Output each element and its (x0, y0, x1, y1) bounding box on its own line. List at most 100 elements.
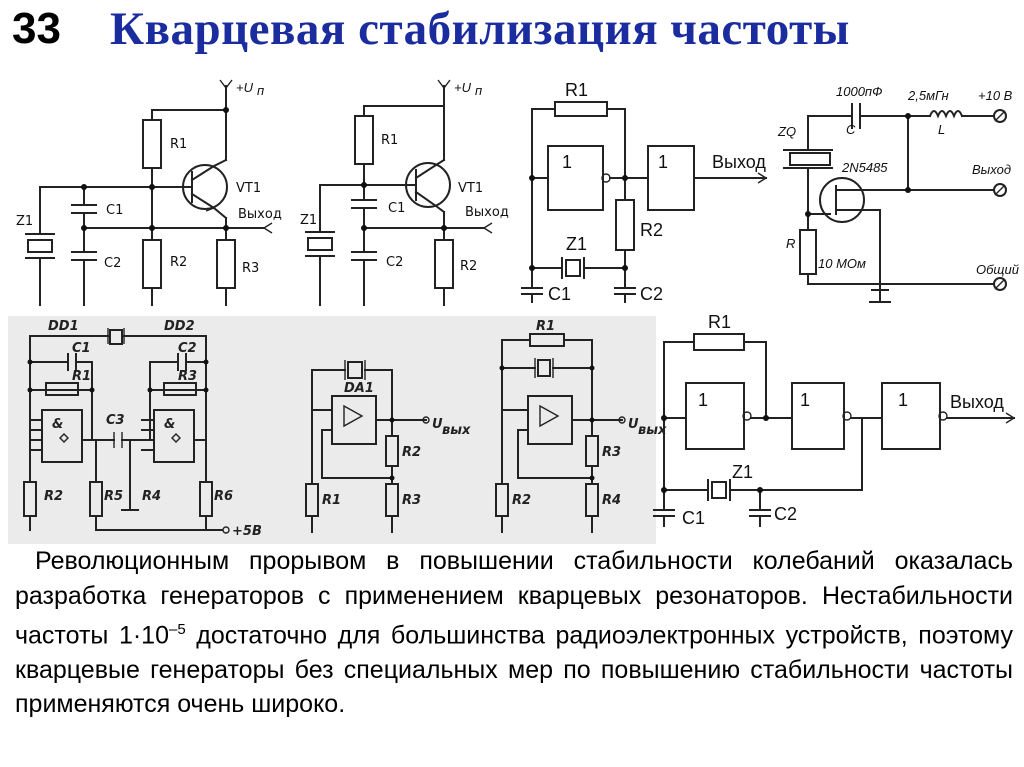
c5-amp1: & (52, 417, 63, 432)
c5-r3-label: R3 (178, 369, 197, 384)
c3-gate-1 (547, 145, 604, 211)
c7-crystal (537, 359, 551, 377)
circuit-transistor-1: +U п R1 VT1 Выход R2 R3 C1 C2 Z1 (16, 79, 282, 306)
c1-r3-resistor (216, 239, 236, 289)
c1-supply-label: +U (236, 80, 254, 95)
c1-c1-label: C1 (106, 203, 123, 218)
c5-dd2-label: DD2 (164, 319, 195, 334)
description-text-2: достаточно для большинства радиоэлектрон… (15, 621, 1013, 719)
c7-r3-label: R3 (602, 445, 621, 460)
c3-z1-label: Z1 (566, 234, 587, 254)
c1-r1-resistor (142, 119, 162, 169)
description-text-1: Революционным прорывом в повышении стаби… (15, 547, 1013, 650)
circuit-opamp-1: DA1 U вых R2 R3 R1 (305, 360, 471, 533)
c7-u-label: U (628, 417, 639, 432)
c6-u-sub: вых (442, 423, 471, 438)
c4-zq-crystal (789, 152, 831, 166)
c3-r2-label: R2 (640, 220, 663, 240)
c8-gate-1 (685, 382, 745, 450)
c2-supply-label: +U (454, 80, 472, 95)
c5-c1-label: C1 (72, 341, 91, 356)
c2-supply-sub: п (475, 83, 482, 98)
c6-r3-label: R3 (402, 493, 421, 508)
c3-gate-2 (647, 145, 695, 211)
c4-out-terminal (993, 183, 1007, 197)
slide-number: 33 (12, 4, 61, 53)
circuit-opamp-2: R1 U вых R3 R4 R2 (495, 319, 667, 533)
c4-r-label: R (786, 236, 795, 251)
c3-gate-1-label: 1 (562, 152, 572, 172)
c5-r6-label: R6 (214, 489, 233, 504)
c5-r4-label: R4 (142, 489, 161, 504)
c4-r-value: 10 МОм (818, 256, 866, 271)
c1-supply-sub: п (257, 83, 264, 98)
circuit-jfet: 1000пФ 2,5мГн +10 В C L ZQ 2N5485 Выход … (777, 84, 1019, 303)
c8-z1-crystal (711, 481, 727, 499)
c6-u-label: U (432, 417, 443, 432)
c4-out-label: Выход (972, 162, 1011, 177)
circuit-transistor-2: +U п R1 VT1 Выход R2 C1 C2 Z1 (300, 79, 509, 306)
c5-gate-dd2 (153, 409, 195, 463)
c7-r2-label: R2 (512, 493, 531, 508)
c4-ind-value: 2,5мГн (907, 88, 949, 103)
c8-out-label: Выход (950, 392, 1004, 412)
c8-c2-label: C2 (774, 504, 797, 524)
c5-r3-resistor (163, 382, 197, 396)
c1-out-label: Выход (238, 207, 282, 222)
c4-l-label: L (938, 122, 945, 137)
c4-gnd-terminal (993, 277, 1007, 291)
c2-out-label: Выход (465, 205, 509, 220)
c4-gnd-label: Общий (976, 262, 1019, 277)
circuit-logic-1: R1 1 1 Выход R2 Z1 C1 C2 (521, 80, 768, 304)
c2-vt1-label: VT1 (458, 181, 483, 196)
c7-u-sub: вых (638, 423, 667, 438)
c1-r2-label: R2 (170, 255, 187, 270)
c8-c1-label: C1 (682, 508, 705, 528)
c4-r-resistor (799, 229, 817, 275)
c3-r1-resistor (554, 101, 608, 117)
c5-amp2: & (164, 417, 175, 432)
c6-r2-label: R2 (402, 445, 421, 460)
c4-c-label: C (846, 122, 856, 137)
c5-c2-label: C2 (178, 341, 197, 356)
c2-r2-resistor (434, 239, 454, 289)
c5-gate-dd1 (41, 409, 83, 463)
c4-zq-label: ZQ (777, 124, 796, 139)
c5-r1-label: R1 (72, 369, 91, 384)
c3-out-label: Выход (712, 152, 766, 172)
c3-c1-label: C1 (548, 284, 571, 304)
c3-z1-crystal (565, 259, 581, 277)
c6-r1-label: R1 (322, 493, 341, 508)
circuit-dd1-dd2: DD1 DD2 C1 R1 & C3 C2 R3 & R2 R5 R4 R6 (23, 319, 262, 539)
c3-gate-2-label: 1 (658, 152, 668, 172)
c8-z1-label: Z1 (732, 462, 753, 482)
c8-r1-label: R1 (708, 312, 731, 332)
description-paragraph: Революционным прорывом в повышении стаби… (15, 544, 1013, 722)
c2-r1-resistor (354, 115, 374, 165)
c8-r1-resistor (693, 333, 745, 351)
c1-vt1-label: VT1 (236, 181, 261, 196)
c5-r1-resistor (45, 382, 79, 396)
c8-gate-2 (791, 382, 845, 450)
c1-r1-label: R1 (170, 137, 187, 152)
circuit-logic-2: R1 1 1 1 Выход Z1 C1 C2 (653, 312, 1016, 528)
c7-rtop-label: R1 (536, 319, 555, 334)
c2-r2-label: R2 (460, 259, 477, 274)
c5-top-crystal (109, 329, 123, 345)
c2-r1-label: R1 (381, 133, 398, 148)
c1-r3-label: R3 (242, 261, 259, 276)
c8-gate-1-label: 1 (698, 390, 708, 410)
c1-c2-label: C2 (104, 256, 121, 271)
c8-gate-3-label: 1 (898, 390, 908, 410)
c5-r2-label: R2 (44, 489, 63, 504)
slide-title: Кварцевая стабилизация частоты (110, 3, 850, 55)
c6-crystal (347, 361, 363, 379)
c7-r4-label: R4 (602, 493, 621, 508)
c5-supply-label: +5В (232, 524, 262, 539)
c8-gate-2-label: 1 (800, 390, 810, 410)
c4-plus-label: +10 В (978, 88, 1013, 103)
c3-r1-label: R1 (565, 80, 588, 100)
c2-c1-label: C1 (388, 201, 405, 216)
c1-r2-resistor (142, 239, 162, 289)
c2-z1-crystal (307, 237, 333, 251)
